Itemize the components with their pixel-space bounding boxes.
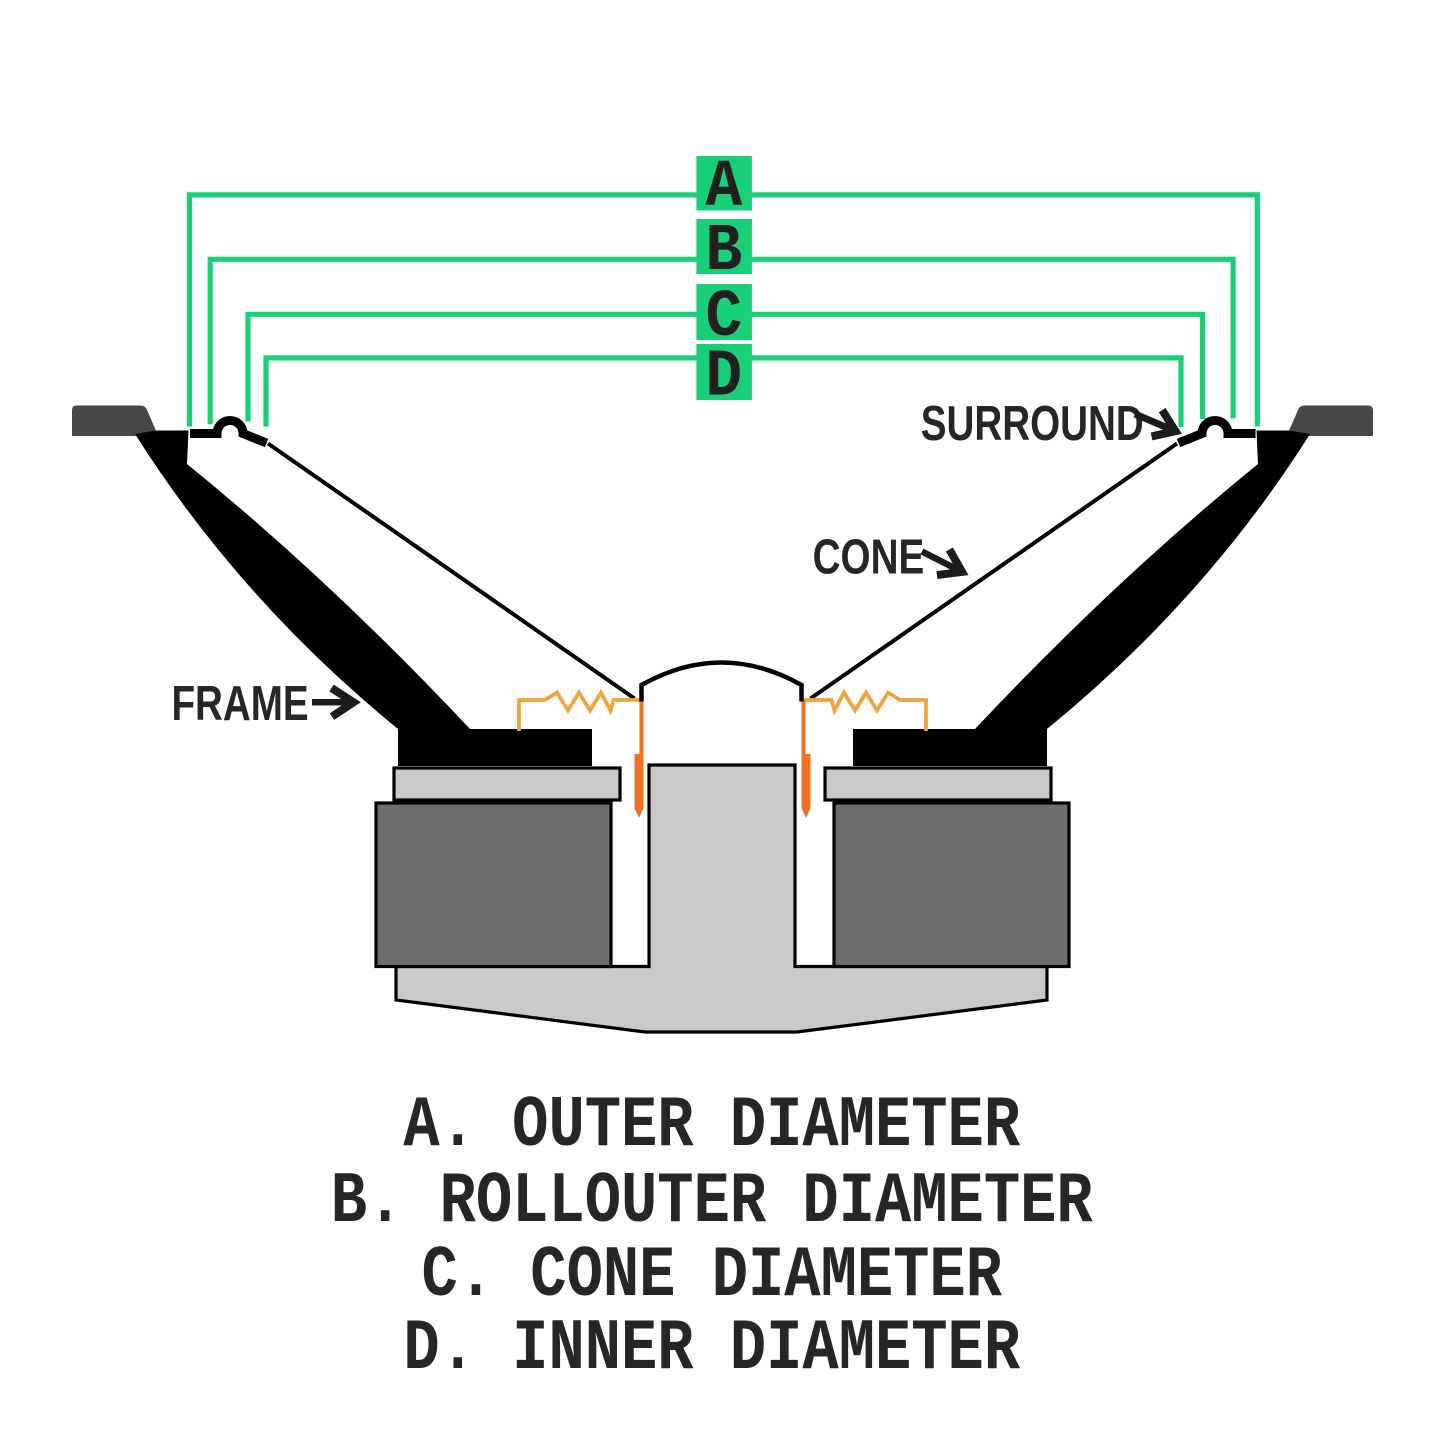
svg-text:SURROUND: SURROUND xyxy=(921,397,1144,452)
svg-text:D. INNER DIAMETER: D. INNER DIAMETER xyxy=(403,1308,1020,1389)
svg-text:A: A xyxy=(705,151,742,226)
svg-text:FRAME: FRAME xyxy=(171,676,308,731)
svg-text:A. OUTER DIAMETER: A. OUTER DIAMETER xyxy=(403,1085,1020,1166)
svg-text:CONE: CONE xyxy=(813,530,925,585)
svg-text:C: C xyxy=(705,281,742,356)
svg-text:B: B xyxy=(705,215,742,290)
svg-text:D: D xyxy=(705,340,742,415)
svg-text:C. CONE DIAMETER: C. CONE DIAMETER xyxy=(421,1235,1002,1316)
svg-text:B. ROLLOUTER DIAMETER: B. ROLLOUTER DIAMETER xyxy=(331,1161,1093,1242)
